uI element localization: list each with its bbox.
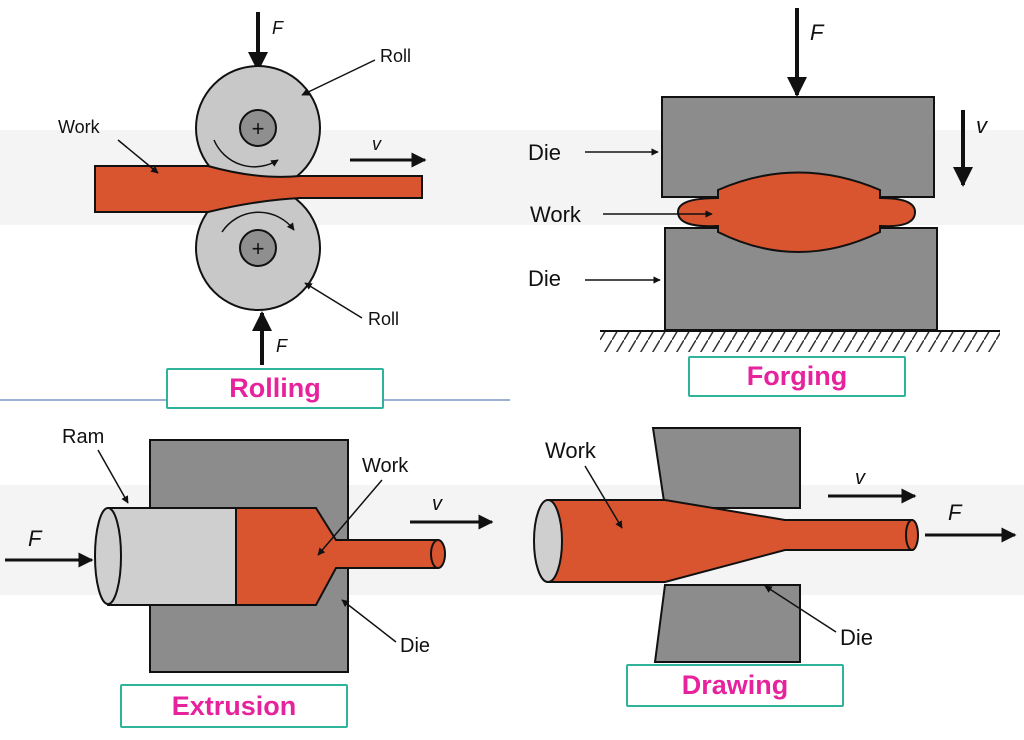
drawing-top-die [651, 427, 801, 509]
rolling-work-label: Work [58, 117, 101, 137]
rotation-arrow-icon [213, 139, 279, 168]
extrusion-force-label: F [28, 526, 43, 551]
rolling-caption: Rolling [166, 368, 384, 409]
extrusion-caption: Extrusion [120, 684, 348, 728]
rolling-diagram: F + + v Work Roll Roll F [58, 12, 427, 365]
forging-die-top-label: Die [528, 140, 561, 165]
roll-bottom-label: Roll [368, 309, 399, 329]
drawing-die-pointer [764, 585, 837, 633]
forging-velocity-label: v [976, 113, 989, 138]
drawing-velocity-label: v [855, 467, 866, 489]
drawing-work-tip [905, 519, 919, 551]
extrusion-work-pointer [317, 479, 383, 556]
ram-end [94, 507, 122, 605]
ram-label: Ram [62, 426, 104, 448]
forging-work-label: Work [530, 202, 582, 227]
forging-ground-hatch [600, 332, 1000, 352]
rolling-work-pointer [117, 139, 159, 174]
extrusion-velocity-label: v [432, 493, 443, 515]
plus-icon: + [252, 116, 265, 141]
drawing-work-end [533, 499, 563, 583]
drawing-caption: Drawing [626, 664, 844, 707]
plus-icon: + [252, 236, 265, 261]
extrusion-die-pointer [341, 599, 397, 643]
forging-force-label: F [810, 20, 825, 45]
forging-diagram: F v Die Work Die [528, 8, 1000, 352]
extrusion-die-label: Die [400, 635, 430, 657]
extrusion-work-end [430, 539, 446, 569]
drawing-force-label: F [948, 500, 963, 525]
drawing-bottom-die [653, 584, 801, 663]
drawing-diagram: Work v F Die [533, 427, 1017, 663]
drawing-work-label: Work [545, 438, 597, 463]
top-roll-axle [239, 109, 277, 147]
extrusion-work-label: Work [362, 455, 409, 477]
rotation-arrow-icon [221, 211, 295, 233]
rolling-force-top-label: F [272, 18, 284, 38]
rolling-work-strip [94, 165, 423, 213]
extrusion-diagram: Ram Work v F Die [5, 426, 494, 673]
ram-pointer [97, 449, 129, 504]
drawing-work-pointer [584, 465, 623, 529]
forging-caption: Forging [688, 356, 906, 397]
roll-top-label: Roll [380, 46, 411, 66]
forging-die-bottom-label: Die [528, 266, 561, 291]
drawing-die-label: Die [840, 625, 873, 650]
rolling-force-bottom-label: F [276, 336, 288, 356]
bottom-roll-axle [239, 229, 277, 267]
roll-bottom-pointer [304, 282, 363, 319]
rolling-velocity-label: v [372, 134, 382, 154]
roll-top-pointer [301, 59, 376, 96]
